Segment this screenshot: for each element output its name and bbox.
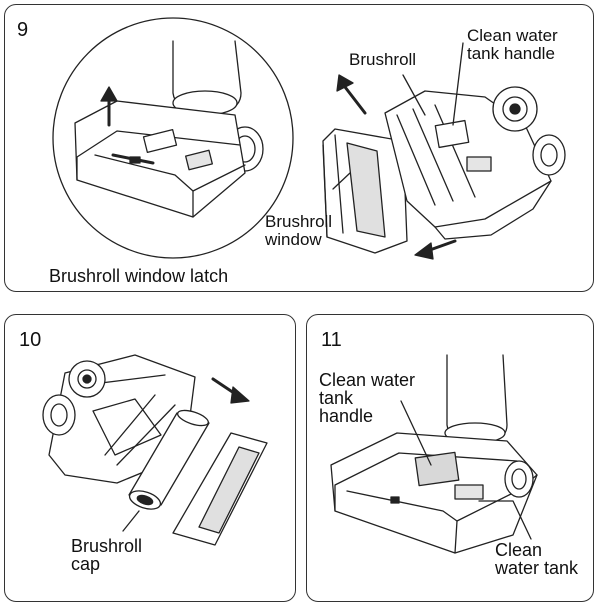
panel-step-9: 9 xyxy=(4,4,594,292)
label-brushroll: Brushroll xyxy=(349,50,417,69)
label-brushroll-cap: Brushroll cap xyxy=(71,536,143,574)
panel-step-10: 10 Brushroll cap xyxy=(4,314,296,602)
step-9-illustration xyxy=(5,5,593,291)
up-left-arrow-icon xyxy=(345,87,365,113)
label-clean-water-tank: Clean water tank xyxy=(495,540,579,578)
step-number: 11 xyxy=(321,329,342,351)
label-brushroll-window-latch: Brushroll window latch xyxy=(49,266,229,286)
label-clean-water-tank-handle: Clean water tank handle xyxy=(319,370,416,426)
step-number: 10 xyxy=(19,329,42,351)
step-10-illustration xyxy=(5,315,295,601)
window-latch xyxy=(130,157,140,163)
panel-step-11: 11 Clean water tank handle Clean water t… xyxy=(306,314,594,602)
cleaner-head xyxy=(331,433,537,553)
label-clean-water-tank-handle: Clean water tank handle xyxy=(467,26,558,63)
clean-water-tank-handle-shape xyxy=(415,452,459,485)
clean-water-tank-shape xyxy=(455,485,483,499)
label-brushroll-window: Brushroll window xyxy=(265,212,333,249)
step-number: 9 xyxy=(17,19,29,41)
step-11-illustration xyxy=(307,315,593,601)
